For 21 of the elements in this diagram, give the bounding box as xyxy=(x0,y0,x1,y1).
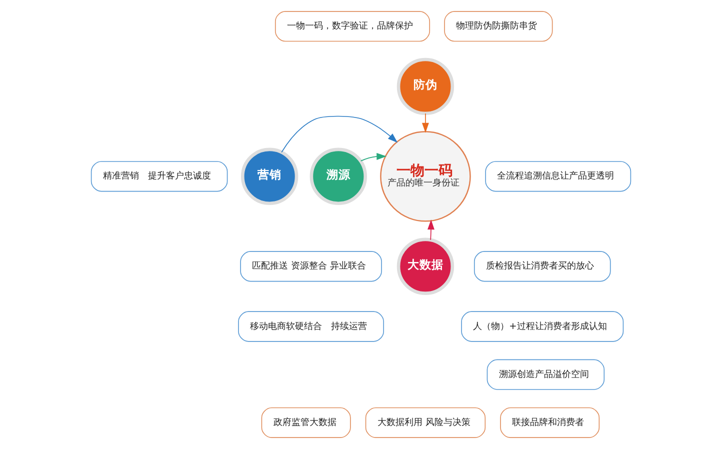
arrow xyxy=(281,116,398,153)
node-box: 人（物）+过程让消费者形成认知 xyxy=(461,311,624,342)
arrow xyxy=(428,220,434,240)
node-box: 大数据利用 风险与决策 xyxy=(365,407,486,438)
node-box: 溯源创造产品溢价空间 xyxy=(486,359,605,390)
node-box: 联接品牌和消费者 xyxy=(500,407,600,438)
node-box: 精准营销 提升客户忠诚度 xyxy=(90,161,228,192)
node-circle: 防伪 xyxy=(396,58,454,116)
node-box: 一物一码，数字验证，品牌保护 xyxy=(274,11,430,42)
node-circle: 溯源 xyxy=(310,148,368,206)
arrow xyxy=(360,152,387,162)
node-box: 移动电商软硬结合 持续运营 xyxy=(238,311,384,342)
node-box: 物理防伪防撕防串货 xyxy=(444,11,553,42)
node-box: 质检报告让消费者买的放心 xyxy=(474,251,611,282)
node-box: 政府监管大数据 xyxy=(261,407,351,438)
node-box: 匹配推送 资源整合 异业联合 xyxy=(240,251,382,282)
node-circle: 一物一码 产品的唯一身份证 xyxy=(380,131,471,222)
node-box: 全流程追溯信息让产品更透明 xyxy=(485,161,632,192)
node-circle: 大数据 xyxy=(396,238,454,295)
arrow xyxy=(422,113,429,133)
node-circle: 营销 xyxy=(240,148,298,206)
